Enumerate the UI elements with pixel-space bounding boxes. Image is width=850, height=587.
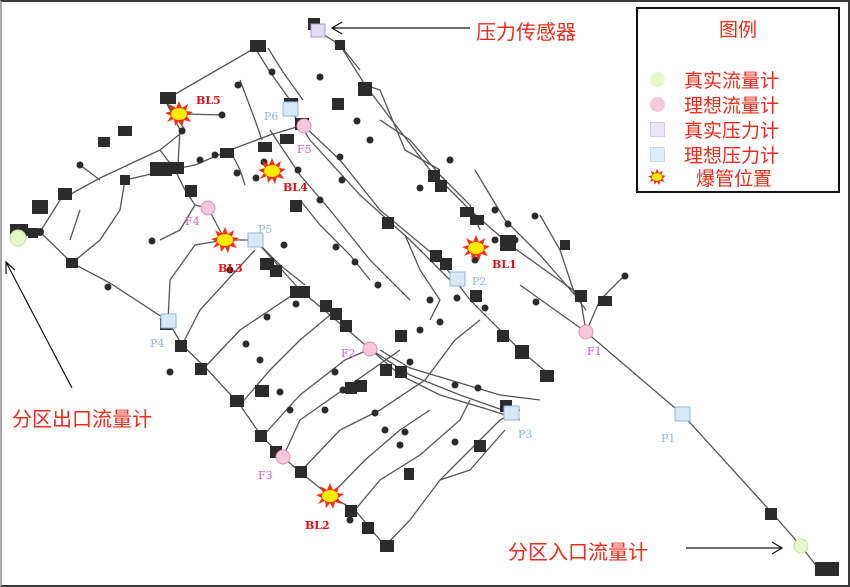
annotation-arrows	[5, 21, 784, 555]
svg-text:F2: F2	[341, 347, 356, 360]
svg-text:F1: F1	[587, 345, 602, 358]
burst-icon-BL3	[211, 227, 239, 253]
svg-text:P2: P2	[472, 275, 486, 288]
legend-title: 图例	[718, 19, 757, 41]
burst-icon-BL2	[316, 483, 344, 509]
svg-text:P6: P6	[264, 110, 278, 123]
pressure-meter-P6	[282, 101, 299, 117]
pink-circle-icon	[648, 95, 666, 113]
svg-text:BL4: BL4	[283, 181, 308, 194]
ideal-flow-meters	[200, 118, 594, 465]
pressure-sensor-annotation: 压力传感器	[476, 20, 576, 44]
pressure-meter-P3	[503, 405, 520, 421]
flow-meter-F3	[275, 449, 291, 465]
pressure-labels: P1 P2 P3 P4 P5 P6	[150, 110, 675, 445]
flow-meter-F4	[200, 200, 216, 216]
legend-item-real-flowmeter: 真实流量计	[648, 67, 779, 92]
valve-symbols	[10, 18, 839, 576]
flow-meter-F2	[362, 341, 378, 357]
pressure-meter-P4	[160, 313, 177, 329]
flow-meter-F5	[296, 118, 312, 134]
junction-nodes	[36, 68, 629, 524]
burst-icon-BL5	[165, 101, 193, 127]
light-blue-square-icon	[648, 145, 666, 163]
flow-meter-F1	[578, 324, 594, 340]
lavender-square-icon	[648, 120, 666, 138]
svg-text:P1: P1	[661, 432, 675, 445]
real-flowmeter-outlet	[9, 229, 27, 247]
svg-text:BL2: BL2	[305, 519, 330, 532]
real-pressure-sensor	[310, 23, 326, 38]
svg-text:P4: P4	[150, 337, 164, 350]
burst-star-icon	[648, 168, 666, 186]
inlet-flowmeter-annotation: 分区入口流量计	[508, 540, 648, 564]
light-green-circle-icon	[648, 70, 666, 88]
svg-text:F4: F4	[185, 215, 200, 228]
burst-labels: BL1 BL2 BL3 BL4 BL5	[196, 94, 517, 532]
legend-item-burst: 爆管位置	[648, 165, 772, 190]
svg-text:BL5: BL5	[196, 94, 221, 107]
pressure-meter-P1	[674, 406, 691, 422]
legend: 图例 真实流量计 理想流量计 真实压力计 理想压力计 爆管位置	[636, 7, 840, 193]
legend-item-ideal-pressure: 理想压力计	[648, 142, 779, 167]
ideal-pressure-meters	[160, 101, 691, 422]
legend-item-real-pressure: 真实压力计	[648, 117, 779, 142]
svg-text:BL3: BL3	[218, 262, 243, 275]
svg-text:P3: P3	[518, 428, 532, 441]
pressure-meter-P2	[449, 271, 466, 287]
outlet-flowmeter-annotation: 分区出口流量计	[12, 407, 152, 431]
real-flowmeter-inlet	[793, 538, 809, 554]
legend-item-ideal-flowmeter: 理想流量计	[648, 92, 779, 117]
svg-text:BL1: BL1	[492, 258, 517, 271]
flow-labels: F1 F2 F3 F4 F5	[185, 143, 602, 482]
svg-text:F3: F3	[258, 469, 273, 482]
pressure-meter-P5	[247, 232, 264, 248]
svg-text:P5: P5	[258, 223, 272, 236]
svg-text:F5: F5	[297, 143, 312, 156]
